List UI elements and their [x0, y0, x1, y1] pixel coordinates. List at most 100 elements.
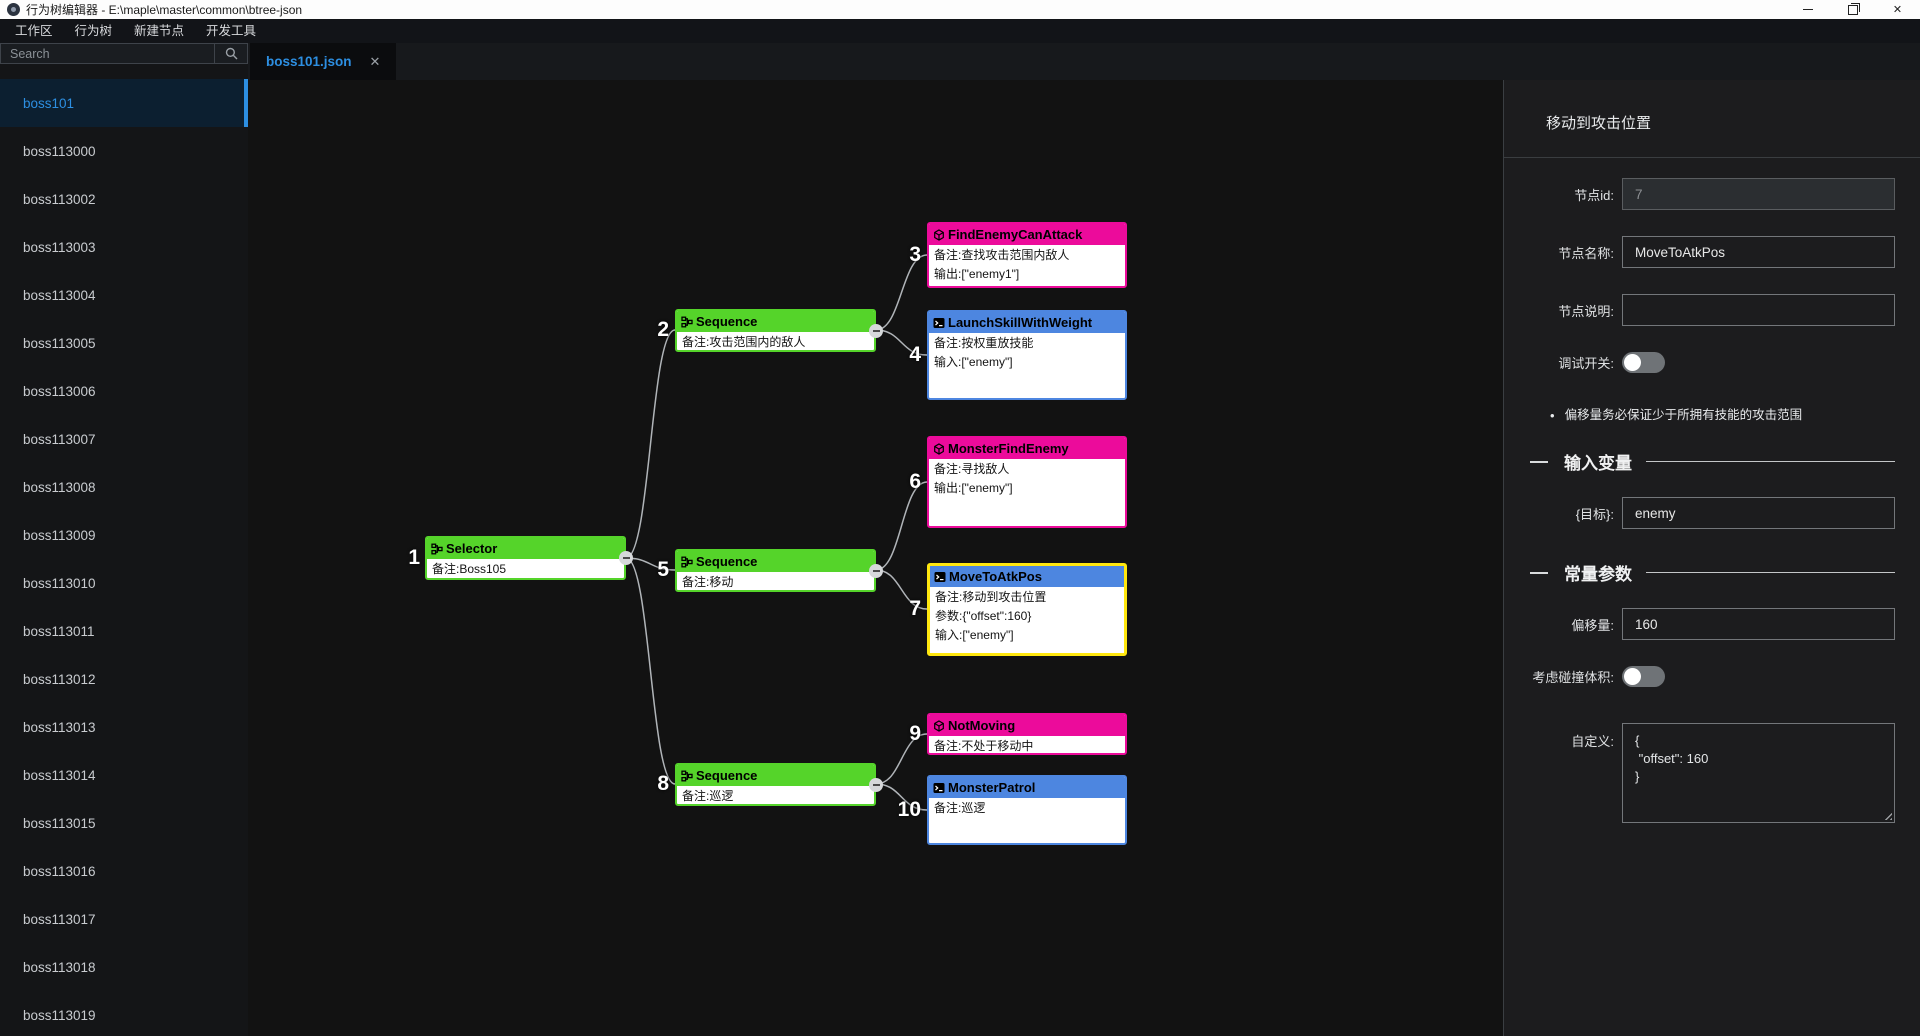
- resize-handle-icon[interactable]: [1882, 810, 1892, 820]
- sidebar-item-boss113004[interactable]: boss113004: [23, 287, 96, 303]
- menu-bar: 工作区 行为树 新建节点 开发工具: [0, 19, 1920, 43]
- node-body-line: 输出:["enemy"]: [934, 481, 1013, 495]
- sidebar-item-boss113012[interactable]: boss113012: [23, 671, 96, 687]
- node-body: 备注:Boss105: [427, 559, 624, 578]
- menu-item-2[interactable]: 新建节点: [134, 24, 185, 38]
- target-row: {目标}:: [1504, 497, 1895, 529]
- search-button[interactable]: [214, 44, 247, 63]
- restore-button[interactable]: [1830, 0, 1875, 19]
- collapse-button[interactable]: [869, 563, 883, 578]
- sidebar-item-boss101[interactable]: boss101: [0, 79, 248, 127]
- search-input[interactable]: [1, 44, 214, 63]
- node-desc-input[interactable]: [1622, 294, 1895, 326]
- node-body-line: 备注:攻击范围内的敌人: [682, 335, 806, 349]
- menu-item-1[interactable]: 行为树: [74, 24, 113, 38]
- menu-item-0[interactable]: 工作区: [15, 24, 53, 38]
- node-header: NotMoving: [929, 715, 1125, 736]
- sidebar-item-boss113003[interactable]: boss113003: [23, 239, 96, 255]
- node-header: FindEnemyCanAttack: [929, 224, 1125, 245]
- tree-node-FindEnemyCanAttack[interactable]: FindEnemyCanAttack 备注:查找攻击范围内敌人输出:["enemy…: [927, 222, 1127, 288]
- condition-icon: [933, 228, 945, 241]
- tree-node-NotMoving[interactable]: NotMoving 备注:不处于移动中: [927, 713, 1127, 755]
- menu-item-3[interactable]: 开发工具: [206, 24, 257, 38]
- node-desc-row: 节点说明:: [1504, 294, 1895, 326]
- offset-input[interactable]: [1622, 608, 1895, 640]
- search-icon: [225, 47, 237, 60]
- sidebar-item-boss113000[interactable]: boss113000: [23, 143, 96, 159]
- node-desc-label: 节点说明:: [1558, 303, 1614, 319]
- hint-note-text: 偏移量务必保证少于所拥有技能的攻击范围: [1564, 408, 1803, 422]
- collapse-button[interactable]: [869, 777, 883, 792]
- debug-toggle-row: 调试开关:: [1504, 352, 1895, 373]
- sidebar-item-boss113009[interactable]: boss113009: [23, 527, 96, 543]
- hint-note: • 偏移量务必保证少于所拥有技能的攻击范围: [1550, 407, 1896, 424]
- node-name-input[interactable]: [1622, 236, 1895, 268]
- node-body: 备注:巡逻: [677, 786, 874, 804]
- sidebar-item-boss113017[interactable]: boss113017: [23, 911, 96, 927]
- sidebar-item-boss113010[interactable]: boss113010: [23, 575, 96, 591]
- node-body-line: 备注:Boss105: [432, 562, 507, 576]
- node-title: FindEnemyCanAttack: [948, 227, 1083, 242]
- tab-boss101-json[interactable]: boss101.json ✕: [250, 43, 397, 80]
- sidebar-item-boss113011[interactable]: boss113011: [23, 623, 95, 639]
- search-box: [0, 43, 248, 64]
- window-controls: ✕: [1785, 0, 1920, 19]
- sidebar-item-boss113002[interactable]: boss113002: [23, 191, 96, 207]
- node-id-input[interactable]: [1622, 178, 1895, 210]
- offset-label: 偏移量:: [1571, 617, 1614, 633]
- sidebar-item-boss113005[interactable]: boss113005: [23, 335, 96, 351]
- sidebar-item-boss113015[interactable]: boss113015: [23, 815, 96, 831]
- sidebar-item-boss113014[interactable]: boss113014: [23, 767, 96, 783]
- close-button[interactable]: ✕: [1892, 4, 1903, 16]
- tree-node-MonsterFindEnemy[interactable]: MonsterFindEnemy 备注:寻找敌人输出:["enemy"]: [927, 436, 1127, 528]
- section-rule: [1646, 572, 1895, 573]
- sidebar-item-boss113016[interactable]: boss113016: [23, 863, 96, 879]
- node-body-line: 备注:巡逻: [934, 801, 986, 815]
- subtree-icon: [681, 556, 693, 568]
- node-body: 备注:查找攻击范围内敌人输出:["enemy1"]: [929, 245, 1125, 285]
- collision-toggle-row: 考虑碰撞体积:: [1504, 666, 1895, 687]
- tree-edge: [875, 481, 928, 571]
- custom-json-textarea[interactable]: { "offset": 160 }: [1622, 723, 1895, 823]
- collapse-button[interactable]: [869, 323, 883, 338]
- node-body-line: 备注:查找攻击范围内敌人: [934, 248, 1070, 262]
- input-vars-section-header: 输入变量: [1530, 449, 1895, 474]
- debug-toggle[interactable]: [1622, 352, 1665, 373]
- sidebar-item-boss113007[interactable]: boss113007: [23, 431, 96, 447]
- subtree-icon: [431, 543, 443, 555]
- bullet-icon: •: [1550, 408, 1555, 423]
- sidebar-item-boss113019[interactable]: boss113019: [23, 1007, 96, 1023]
- panel-title: 移动到攻击位置: [1504, 80, 1920, 158]
- sidebar-list: boss101 boss113000 boss113002 boss113003 bos…: [0, 64, 248, 1036]
- offset-row: 偏移量:: [1504, 608, 1895, 640]
- collision-toggle[interactable]: [1622, 666, 1665, 687]
- target-input[interactable]: [1622, 497, 1895, 529]
- sidebar-item-boss113013[interactable]: boss113013: [23, 719, 96, 735]
- node-header: MonsterFindEnemy: [929, 438, 1125, 459]
- collapse-button[interactable]: [619, 551, 633, 565]
- minimize-button[interactable]: [1785, 0, 1830, 19]
- node-header: Sequence: [677, 551, 874, 572]
- node-body: 备注:移动: [677, 572, 874, 590]
- node-body-line: 备注:不处于移动中: [934, 739, 1034, 753]
- sidebar-item-boss113018[interactable]: boss113018: [23, 959, 96, 975]
- minimize-icon: [1802, 9, 1813, 10]
- target-label: {目标}:: [1575, 506, 1614, 522]
- toggle-knob: [1624, 354, 1641, 371]
- sidebar-item-boss113006[interactable]: boss113006: [23, 383, 96, 399]
- tab-close-icon[interactable]: ✕: [369, 53, 381, 69]
- title-bar: 行为树编辑器 - E:\maple\master\common\btree-js…: [0, 0, 1920, 19]
- sidebar-item-boss113008[interactable]: boss113008: [23, 479, 96, 495]
- node-body: 备注:按权重放技能输入:["enemy"]: [929, 333, 1125, 373]
- node-body-line: 参数:{"offset":160}: [935, 609, 1032, 623]
- node-body-line: 备注:寻找敌人: [934, 462, 1010, 476]
- tree-edge: [625, 557, 676, 785]
